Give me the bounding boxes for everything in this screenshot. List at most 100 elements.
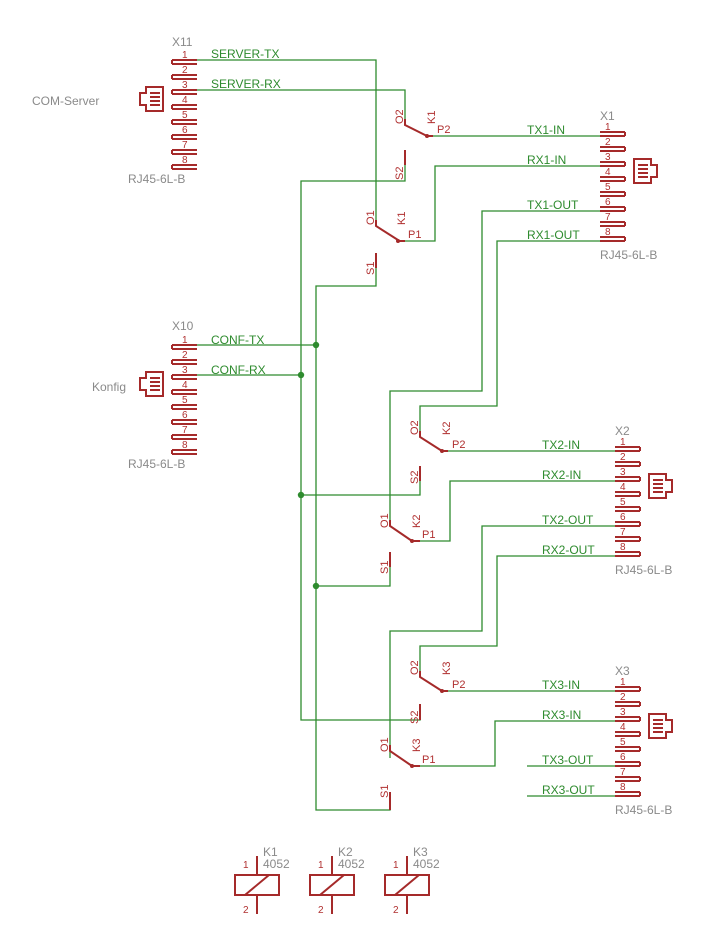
pin-label: O1: [379, 513, 391, 528]
pin-label: K1: [396, 212, 408, 225]
schematic-stroke: [172, 63, 197, 170]
pin-label: 7: [182, 140, 188, 151]
pin-label: 1: [182, 335, 188, 346]
net-label: TX2-OUT: [542, 513, 594, 527]
pin-label: P2: [452, 679, 465, 691]
net-label: RX3-OUT: [542, 783, 595, 797]
net-label: TX2-IN: [542, 438, 580, 452]
pin-label: 1: [243, 860, 249, 871]
pin-label: S1: [365, 262, 377, 275]
pin-label: O2: [409, 420, 421, 435]
schematic-stroke: [653, 479, 663, 493]
junction-dot: [312, 582, 320, 590]
net-label: CONF-TX: [211, 333, 264, 347]
schematic-stroke: [389, 520, 413, 542]
pin-label: S1: [379, 785, 391, 798]
schematic-stroke: [389, 431, 448, 567]
schematic-stroke: [615, 686, 640, 793]
schematic-stroke: [244, 874, 270, 896]
pin-label: K3: [413, 845, 428, 859]
pin-label: P2: [437, 124, 450, 136]
pin-label: S1: [379, 561, 391, 574]
schematic-stroke: [615, 686, 673, 797]
connector-x1: X1 RJ45-6L-B 12 34 56 78: [600, 109, 658, 262]
net-label: TX3-IN: [542, 678, 580, 692]
pin-label: 4: [620, 482, 626, 493]
pin-label: 3: [182, 365, 188, 376]
schematic-stroke: [419, 671, 443, 692]
pin-label: 1: [182, 50, 188, 61]
relay-contacts-k2: O2 K2 P2 S2 O1 K2 P1 S1: [379, 420, 465, 574]
x1-jack-icon: [633, 158, 658, 184]
x1-ref: X1: [600, 109, 615, 123]
schematic-stroke: [600, 135, 625, 242]
x10-ref: X10: [172, 319, 194, 333]
relay-coil-k3: K3 4052 1 2: [384, 845, 440, 916]
pin-label: 2: [393, 905, 399, 916]
pin-label: K3: [411, 739, 423, 752]
net-label: TX3-OUT: [542, 753, 594, 767]
pin-label: S2: [394, 167, 406, 180]
x11-label: COM-Server: [32, 94, 99, 108]
x1-type: RJ45-6L-B: [600, 248, 657, 262]
net-label: TX1-IN: [527, 123, 565, 137]
pin-label: 8: [620, 782, 626, 793]
pin-label: 8: [605, 227, 611, 238]
pin-label: 1: [620, 677, 626, 688]
pin-label: S2: [409, 471, 421, 484]
pin-label: 2: [182, 65, 188, 76]
x3-type: RJ45-6L-B: [615, 803, 672, 817]
schematic-stroke: [420, 720, 615, 767]
pin-label: K1: [426, 111, 438, 124]
schematic-stroke: [319, 874, 345, 896]
schematic-stroke: [615, 446, 640, 553]
junction-dot: [297, 491, 305, 499]
schematic-stroke: [375, 220, 399, 241]
pin-label: 5: [620, 497, 626, 508]
schematic-stroke: [234, 856, 280, 914]
pin-label: O1: [365, 210, 377, 225]
net-label: TX1-OUT: [527, 198, 579, 212]
relay-contacts-k1: O2 K1 P2 S2 O1 K1 P1 S1: [365, 109, 450, 275]
pin-label: 2: [620, 452, 626, 463]
pin-label: 1: [620, 437, 626, 448]
pin-label: 5: [182, 395, 188, 406]
schematic-stroke: [389, 525, 615, 758]
pin-label: 1: [318, 860, 324, 871]
schematic-stroke: [150, 377, 160, 391]
schematic-stroke: [638, 164, 648, 178]
pin-label: 1: [393, 860, 399, 871]
pin-label: 5: [605, 182, 611, 193]
x11-ref: X11: [172, 35, 193, 49]
pin-label: 8: [182, 155, 188, 166]
schematic-stroke: [440, 689, 444, 693]
x3-jack-icon: [648, 713, 673, 739]
schematic-stroke: [172, 348, 197, 455]
pin-label: 4: [182, 95, 188, 106]
schematic-stroke: [425, 134, 429, 138]
schematic-stroke: [375, 119, 433, 268]
schematic-stroke: [396, 239, 400, 243]
pin-label: 7: [605, 212, 611, 223]
net-label: RX2-IN: [542, 468, 581, 482]
schematic-stroke: [615, 446, 673, 557]
x10-type: RJ45-6L-B: [128, 457, 185, 471]
connector-x11: X11 COM-Server RJ45-6L-B 12 34 56 78: [32, 35, 197, 186]
pin-label: 4: [620, 722, 626, 733]
pin-label: K1: [263, 845, 278, 859]
pin-label: 4: [605, 167, 611, 178]
net-label: CONF-RX: [211, 363, 266, 377]
pin-label: K2: [411, 515, 423, 528]
schematic-stroke: [389, 210, 600, 520]
pin-label: P2: [452, 439, 465, 451]
pin-label: 6: [620, 512, 626, 523]
x10-label: Konfig: [92, 380, 126, 394]
schematic-stroke: [315, 268, 391, 811]
pin-label: 6: [182, 410, 188, 421]
connector-x10: X10 Konfig RJ45-6L-B 12 34 56 78: [92, 319, 197, 471]
schematic-stroke: [419, 240, 600, 431]
pin-label: 6: [620, 752, 626, 763]
junction-dot: [312, 341, 320, 349]
pin-label: 7: [182, 425, 188, 436]
x11-type: RJ45-6L-B: [128, 172, 185, 186]
